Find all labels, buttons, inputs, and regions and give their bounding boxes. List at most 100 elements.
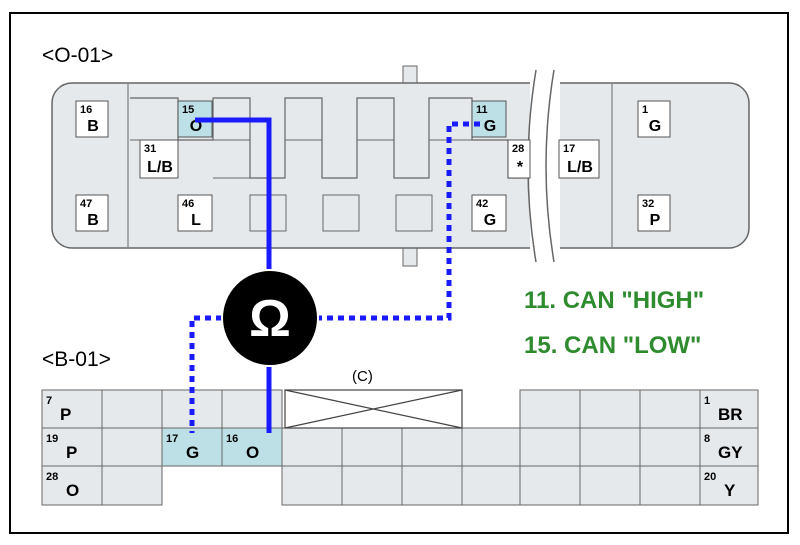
bottom-cell [699,389,759,429]
bottom-cell [579,389,641,429]
bottom-cell [101,427,163,467]
pin-wire-color: G [484,118,496,135]
pin-wire-color: B [87,212,99,229]
top-pin-1: 1G [637,100,671,138]
bottom-cell [639,427,701,467]
pin-box [471,100,507,138]
bottom-pin-8: 8GY [704,433,743,462]
pin-wire-color: P [66,443,77,462]
top-pin-46: 46L [177,194,213,232]
bottom-cell [519,427,581,467]
top-pin-11: 11G [471,100,507,138]
bottom-cell [401,427,463,467]
pin-wire-color: L/B [147,159,173,176]
pin-wire-color: P [60,405,71,424]
pin-number: 1 [642,104,648,116]
pin-box [177,194,213,232]
pin-number: 16 [226,433,238,445]
pin-number: 7 [46,395,52,407]
top-connector-label: <O-01> [42,44,113,67]
bottom-cell [221,427,283,467]
legend: 11. CAN "HIGH" 15. CAN "LOW" [524,287,704,359]
bottom-pin-19: 19P [46,433,77,462]
bottom-pin-28: 28O [46,471,79,500]
pin-wire-color: G [186,443,199,462]
bottom-cell [579,465,641,506]
can-high-wire-top [318,121,480,321]
pin-number: 17 [563,143,575,155]
bottom-cell [281,465,343,506]
top-pin-42: 42G [471,194,507,232]
pin-wire-color: * [517,159,524,176]
top-pin-31: 31L/B [139,139,179,179]
pin-wire-color: G [484,212,496,229]
pin-number: 16 [80,104,92,116]
pin-box [637,100,671,138]
bottom-cell [401,465,463,506]
pin-wire-color: Y [724,481,736,500]
can-low-wire-top [195,117,272,290]
top-pin-17: 17L/B [558,139,600,179]
ohmmeter: Ω [221,269,319,367]
pin-box [558,139,600,179]
pin-wire-color: GY [718,443,743,462]
pin-wire-color: L/B [567,159,593,176]
bottom-cell [101,465,163,506]
pin-number: 8 [704,433,710,445]
bottom-cell [161,427,223,467]
pin-wire-color: B [87,118,99,135]
pin-wire-color: L [191,212,201,229]
bottom-pin-16: 16O [226,433,259,462]
legend-can-high: 11. CAN "HIGH" [524,287,704,314]
section-c-cross [284,389,463,429]
pin-box [75,100,109,138]
pin-box [139,139,179,179]
bottom-cell [221,389,283,429]
bottom-pin-1: 1BR [704,395,743,424]
pin-number: 19 [46,433,58,445]
pin-box [507,139,531,179]
pin-number: 32 [642,198,654,210]
pin-number: 47 [80,198,92,210]
top-connector-body [51,82,750,249]
pin-number: 20 [704,471,716,483]
connector-break-line [545,69,555,263]
bottom-cell [341,427,403,467]
bottom-cell [461,427,521,467]
pin-number: 31 [144,143,156,155]
pin-box [75,194,109,232]
bottom-cell [579,427,641,467]
top-connector-key-bottom [402,245,418,267]
pin-wire-color: P [650,212,661,229]
bottom-cell [41,465,103,506]
pin-wire-color: O [66,481,79,500]
top-empty-cavity [322,194,360,232]
bottom-cell [281,427,343,467]
pin-number: 42 [476,198,488,210]
ohmmeter-icon [221,269,319,367]
pin-wire-color: O [246,443,259,462]
pin-wire-color: G [649,118,661,135]
bottom-cell [699,465,759,506]
top-pin-28: 28* [507,139,531,179]
top-pin-47: 47B [75,194,109,232]
bottom-cell [101,389,163,429]
bottom-cell [341,465,403,506]
legend-can-low: 15. CAN "LOW" [524,332,701,359]
pin-box [471,194,507,232]
top-pin-16: 16B [75,100,109,138]
section-c-label: (C) [352,368,373,385]
bottom-pin-17: 17G [166,433,199,462]
top-connector [51,65,750,267]
top-pin-32: 32P [637,194,671,232]
pin-wire-color: BR [718,405,743,424]
ohm-symbol: Ω [249,290,291,348]
connector-break-gap [530,70,560,262]
bottom-connector-label: <B-01> [42,348,111,371]
pin-number: 15 [182,104,194,116]
top-empty-cavity [395,194,433,232]
